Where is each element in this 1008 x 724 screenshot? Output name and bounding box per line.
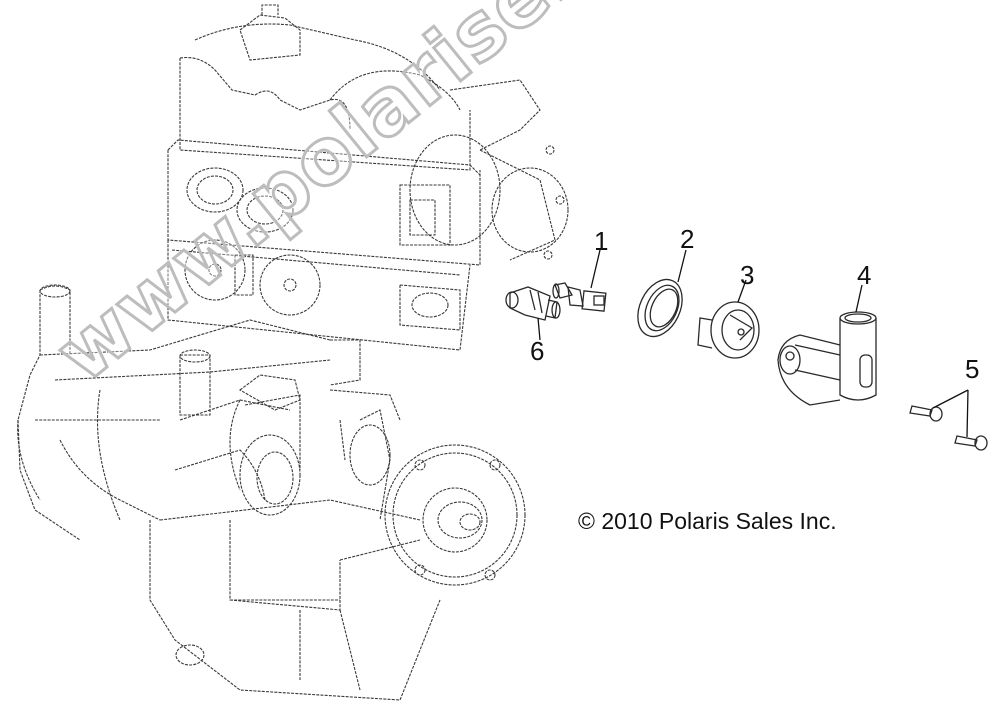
callout-4[interactable]: 4 [857,260,872,290]
leader-lines [537,249,969,438]
callout-6[interactable]: 6 [530,336,545,366]
callout-5[interactable]: 5 [965,354,980,384]
part-4-thermostat-housing[interactable] [777,311,877,406]
copyright-notice: © 2010 Polaris Sales Inc. [578,508,837,534]
callout-3[interactable]: 3 [740,260,755,290]
part-2-o-ring[interactable] [629,272,691,343]
part-5-bolts[interactable] [909,405,988,451]
callout-2[interactable]: 2 [680,224,695,254]
callout-1[interactable]: 1 [594,226,609,256]
part-3-thermostat[interactable] [697,301,760,359]
engine-illustration [17,4,569,701]
part-1-temperature-sensor[interactable] [552,282,607,312]
part-6-hose-fitting[interactable] [505,286,561,321]
